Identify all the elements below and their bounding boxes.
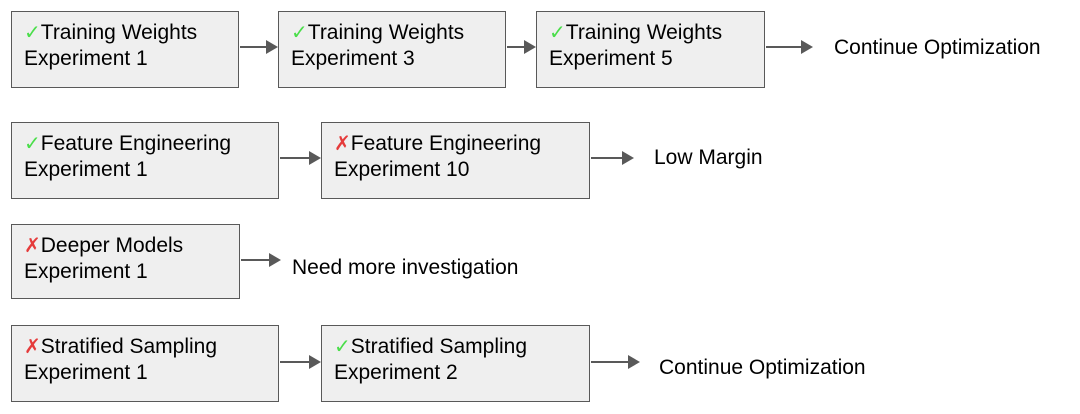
experiment-box: ✗Deeper Models Experiment 1 <box>11 224 240 299</box>
check-icon: ✓ <box>24 133 41 155</box>
experiment-title: Training Weights <box>307 21 465 44</box>
check-icon: ✓ <box>334 336 351 358</box>
experiment-number: Experiment 1 <box>24 260 148 283</box>
arrow-right-icon <box>766 40 813 54</box>
experiment-title: Deeper Models <box>40 234 184 257</box>
arrow-right-icon <box>280 151 321 165</box>
cross-icon: ✗ <box>334 133 351 155</box>
experiment-title: Stratified Sampling <box>40 335 218 358</box>
experiment-box: ✓Training Weights Experiment 1 <box>11 11 239 88</box>
arrow-right-icon <box>591 355 640 369</box>
experiment-number: Experiment 1 <box>24 361 148 384</box>
experiment-title: Training Weights <box>40 21 198 44</box>
arrow-right-icon <box>240 40 278 54</box>
experiment-title: Feature Engineering <box>40 132 232 155</box>
experiment-box: ✓Feature Engineering Experiment 1 <box>11 122 279 199</box>
outcome-label: Need more investigation <box>292 256 519 279</box>
experiment-number: Experiment 1 <box>24 158 148 181</box>
outcome-label: Continue Optimization <box>659 356 866 379</box>
experiment-box: ✗Stratified Sampling Experiment 1 <box>11 325 279 402</box>
experiment-box: ✓Training Weights Experiment 5 <box>536 11 765 88</box>
experiment-number: Experiment 1 <box>24 47 148 70</box>
experiment-title: Feature Engineering <box>350 132 542 155</box>
outcome-label: Low Margin <box>654 146 763 169</box>
arrow-right-icon <box>591 151 634 165</box>
arrow-right-icon <box>280 355 321 369</box>
experiment-number: Experiment 3 <box>291 47 415 70</box>
check-icon: ✓ <box>549 22 566 44</box>
experiment-title: Stratified Sampling <box>350 335 528 358</box>
arrow-right-icon <box>241 253 281 267</box>
experiment-box: ✓Stratified Sampling Experiment 2 <box>321 325 590 402</box>
experiment-number: Experiment 5 <box>549 47 673 70</box>
outcome-label: Continue Optimization <box>834 36 1041 59</box>
experiment-number: Experiment 2 <box>334 361 458 384</box>
arrow-right-icon <box>507 40 536 54</box>
check-icon: ✓ <box>291 22 308 44</box>
cross-icon: ✗ <box>24 235 41 257</box>
experiment-number: Experiment 10 <box>334 158 470 181</box>
cross-icon: ✗ <box>24 336 41 358</box>
check-icon: ✓ <box>24 22 41 44</box>
experiment-title: Training Weights <box>565 21 723 44</box>
experiment-box: ✗Feature Engineering Experiment 10 <box>321 122 590 199</box>
experiment-box: ✓Training Weights Experiment 3 <box>278 11 506 88</box>
